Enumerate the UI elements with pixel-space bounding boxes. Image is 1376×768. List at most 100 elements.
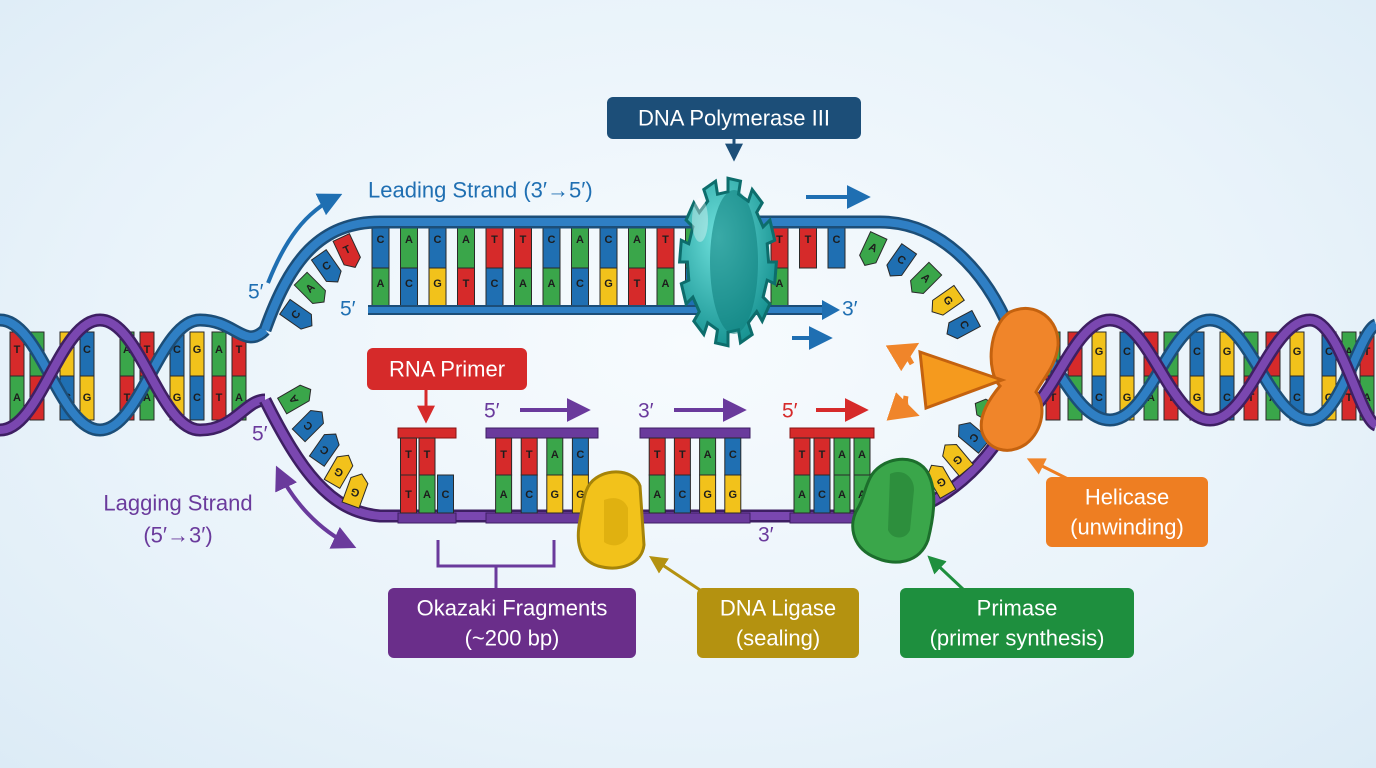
okazaki-bottom-base: T [400, 474, 417, 514]
okazaki-bottom-base-letter: C [818, 489, 826, 501]
okazaki-bottom-base-letter: C [525, 489, 533, 501]
fork-right-upper-base: C [946, 309, 982, 340]
okazaki-top-base: T [418, 437, 436, 476]
fork-right-upper-base: A [910, 261, 943, 294]
okazaki-bottom-base: A [833, 474, 851, 514]
dna-polymerase-iii-enzyme [677, 176, 779, 348]
helicase-label-line1: Helicase [1085, 485, 1169, 510]
label-rna-primer: RNA Primer [367, 348, 527, 390]
okazaki-bottom-base: C [813, 474, 831, 514]
helicase-label-line2: (unwinding) [1070, 515, 1184, 540]
fork-left-lower-base: C [308, 433, 340, 467]
direction-arrows [266, 185, 871, 549]
left-helix-base-pair-letter: A [143, 392, 151, 404]
right-helix-base-pair-letter: A [1147, 392, 1155, 404]
leading-bottom-base: T [628, 267, 646, 307]
leading-bottom-base: C [571, 267, 589, 307]
left-helix-base-pair-letter: C [193, 392, 201, 404]
okazaki-top-base-letter: T [654, 449, 661, 461]
label-dna-polymerase: DNA Polymerase III [607, 97, 861, 139]
right-helix-base: G [1091, 331, 1107, 377]
fork-left-upper-base: C [310, 249, 342, 283]
leading-bottom-base: G [599, 267, 618, 307]
leading-top-base: T [485, 227, 504, 269]
fork-left-upper-base: C [279, 298, 313, 330]
okazaki-bottom-base: G [699, 474, 717, 514]
okazaki-top-base-letter: T [679, 449, 686, 461]
okazaki-top-base: A [546, 437, 564, 476]
right-helix-base-letter: G [1095, 346, 1104, 358]
right-helix-base-pair-letter: G [1193, 392, 1202, 404]
leading-bottom-base-letter: T [634, 278, 641, 290]
right-helix-base: G [1289, 331, 1305, 377]
leading-bottom-base-letter: A [377, 278, 385, 290]
label-ligase: DNA Ligase (sealing) [697, 588, 859, 658]
okazaki-bottom-base-letter: A [423, 489, 431, 501]
fork-left-upper-base: A [293, 271, 326, 304]
okazaki-bottom-base-letter: C [442, 489, 450, 501]
right-helix-base-pair-letter: T [1248, 392, 1255, 404]
leading-top-base-letter: A [576, 234, 584, 246]
label-helicase: Helicase (unwinding) [1046, 477, 1208, 547]
leading-top-base: A [457, 227, 475, 269]
okazaki-label-line2: (~200 bp) [465, 626, 560, 651]
callout-lines [417, 139, 1071, 592]
left-helix-base-letter: A [123, 344, 131, 356]
right-helix-base-letter: T [1364, 346, 1371, 358]
label-primase: Primase (primer synthesis) [900, 588, 1134, 658]
okazaki-bottom-base-letter: A [500, 489, 508, 501]
primase-label-line1: Primase [977, 596, 1058, 621]
right-helix-base-letter: G [1293, 346, 1302, 358]
okazaki-bottom-base-letter: A [798, 489, 806, 501]
okazaki-bottom-base-letter: G [576, 489, 585, 501]
left-helix-base-letter: A [215, 344, 223, 356]
okazaki-bottom-base-letter: A [653, 489, 661, 501]
leading-top-base: T [514, 227, 532, 269]
fork-right-upper-base: G [931, 284, 965, 316]
label-okazaki: Okazaki Fragments (~200 bp) [388, 588, 636, 658]
leading-top-base: C [371, 227, 390, 269]
okazaki-top-base-letter: T [500, 449, 507, 461]
okazaki-top-base-letter: A [704, 449, 712, 461]
okazaki-top-base-letter: A [551, 449, 559, 461]
okazaki-top-base: A [833, 437, 851, 476]
lagging-strand-label-line2: (5′→3′) [143, 523, 212, 548]
okazaki-label-line1: Okazaki Fragments [417, 596, 608, 621]
leading-bottom-base-letter: G [433, 278, 442, 290]
okazaki-top-base-letter: T [424, 449, 431, 461]
leading-bottom-base: C [485, 267, 504, 307]
lagging-3prime-end: 3′ [758, 524, 774, 547]
ligase-label-line2: (sealing) [736, 626, 820, 651]
leading-bottom-base: A [514, 267, 532, 307]
leading-bottom-base: G [428, 267, 447, 307]
okazaki-bottom-base-letter: G [551, 489, 560, 501]
leading-bottom-base-letter: C [491, 278, 499, 290]
fork-right-lower-base: C [958, 422, 991, 454]
fork-right-lower-base: G [926, 464, 957, 500]
okazaki-top-base: T [793, 437, 811, 476]
left-helix-base-pair: C [189, 375, 205, 421]
dna-polymerase-label: DNA Polymerase III [638, 106, 830, 131]
leading-top-base-letter: C [548, 234, 556, 246]
okazaki-bottom-base: G [724, 474, 742, 514]
okazaki-top-base: C [724, 437, 742, 476]
okazaki-bottom-base: C [437, 474, 454, 514]
fork-right-upper-base: C [886, 243, 918, 277]
left-helix-base-pair-letter: A [13, 392, 21, 404]
fork-right-lower-base: G [942, 444, 974, 477]
leading-top-base-letter: C [605, 234, 613, 246]
okazaki-bottom-base: A [418, 474, 436, 514]
okazaki-top-base-letter: T [526, 449, 533, 461]
left-helix-base-pair: T [211, 375, 227, 421]
helicase-wedge [918, 349, 1007, 411]
okazaki-bottom-base: C [673, 474, 691, 514]
unwinding-arrow-down [886, 392, 920, 421]
lagging-direction-arrow [275, 465, 357, 549]
okazaki-top-base-letter: A [838, 449, 846, 461]
okazaki-top-base: C [571, 437, 589, 476]
leading-5prime-end: 5′ [248, 281, 264, 304]
okazaki-top-base-letter: T [819, 449, 826, 461]
